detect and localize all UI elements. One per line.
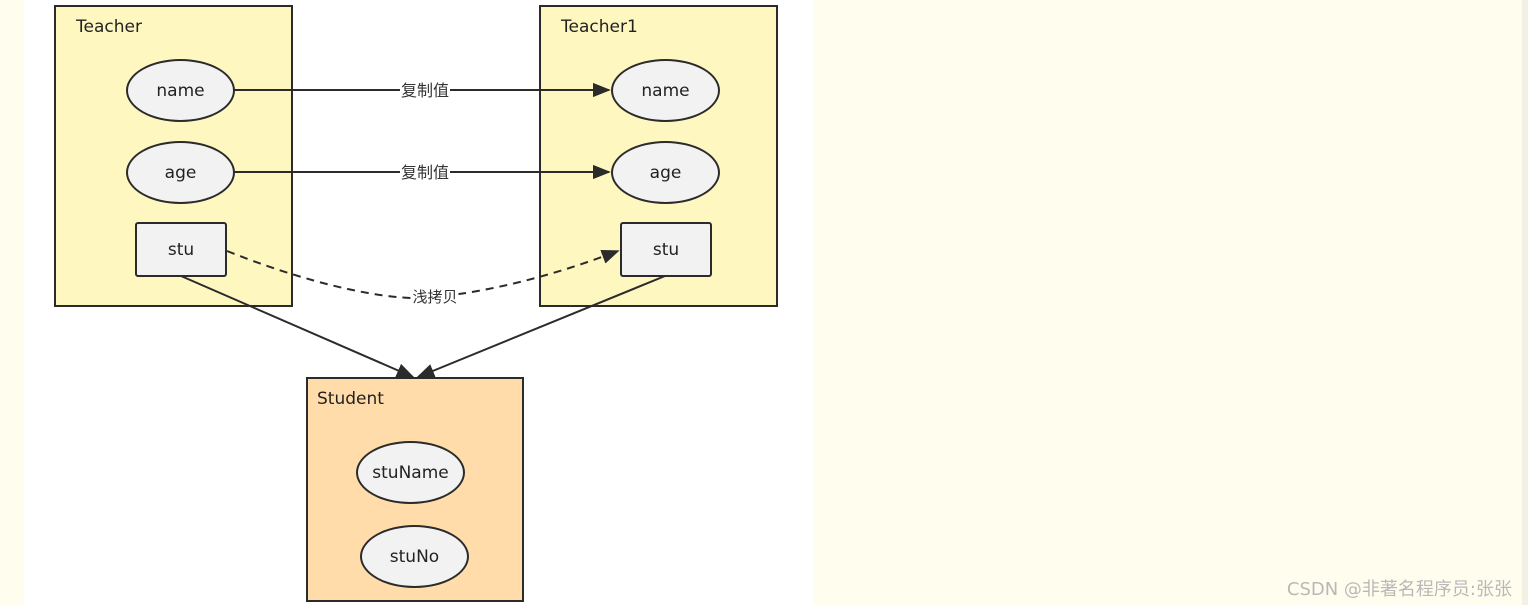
teacher-name-field: name — [126, 59, 235, 122]
teacher1-stu-field: stu — [620, 222, 712, 277]
copy-name-label: 复制值 — [399, 81, 451, 100]
teacher1-age-field: age — [611, 141, 720, 204]
teacher-title: Teacher — [76, 17, 142, 37]
student-stuname-field: stuName — [356, 441, 465, 504]
page-margin-left — [0, 0, 24, 605]
page-background-right — [814, 0, 1522, 605]
student-stuno-field: stuNo — [360, 525, 469, 588]
copy-age-label: 复制值 — [399, 163, 451, 182]
shallow-copy-label: 浅拷贝 — [411, 288, 459, 306]
teacher1-name-field: name — [611, 59, 720, 122]
teacher-stu-field: stu — [135, 222, 227, 277]
teacher1-stu-reference-arrow — [416, 275, 666, 378]
student-title: Student — [317, 389, 384, 409]
page-scroll-edge — [1522, 0, 1528, 605]
teacher1-title: Teacher1 — [561, 17, 638, 37]
teacher-age-field: age — [126, 141, 235, 204]
csdn-watermark: CSDN @非著名程序员:张张 — [1286, 579, 1512, 600]
teacher-stu-reference-arrow — [180, 275, 415, 378]
